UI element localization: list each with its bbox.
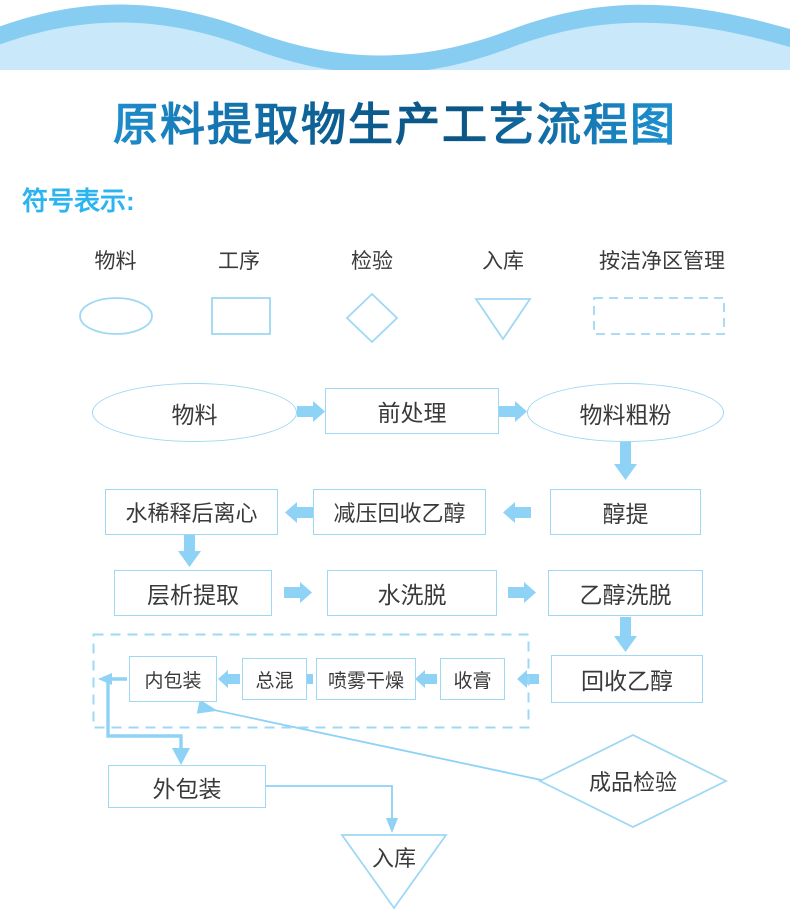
legend-label-material: 物料 — [94, 250, 137, 273]
node-water-elution[interactable]: 水洗脱 — [327, 570, 497, 616]
node-finished-inspection-diamond-icon[interactable] — [538, 733, 728, 829]
legend-label-inspection: 检验 — [351, 250, 393, 273]
node-outer-packaging[interactable]: 外包装 — [108, 765, 266, 808]
legend-label-process: 工序 — [218, 250, 260, 273]
node-ethanol-recovery[interactable]: 回收乙醇 — [551, 655, 703, 703]
edge-pretreatment-to-coarse-powder — [499, 401, 527, 422]
legend-shape-diamond-icon — [345, 292, 399, 344]
legend-label-clean-zone: 按洁净区管理 — [599, 250, 725, 273]
legend-shape-triangle-down-icon — [474, 298, 532, 341]
wave-header-decoration — [0, 0, 790, 70]
legend-shape-rectangle-icon — [211, 297, 271, 335]
node-inner-packaging[interactable]: 内包装 — [129, 656, 217, 702]
page-title: 原料提取物生产工艺流程图 — [0, 88, 790, 153]
node-spray-drying[interactable]: 喷雾干燥 — [316, 658, 416, 700]
clean-zone-dashed-boundary — [92, 633, 530, 729]
node-coarse-powder[interactable]: 物料粗粉 — [527, 383, 724, 442]
node-chromatography-extraction[interactable]: 层析提取 — [114, 570, 272, 616]
node-extract-collection[interactable]: 收膏 — [440, 658, 505, 700]
legend-shape-ellipse-icon — [79, 297, 153, 335]
edge-chromatography-to-water-elution — [284, 582, 312, 603]
edge-recover-ethanol-to-water-dilute-centrifuge — [285, 502, 313, 523]
edge-water-elution-to-ethanol-elution — [508, 582, 536, 603]
node-water-dilution-centrifuge[interactable]: 水稀释后离心 — [105, 489, 278, 535]
node-alcohol-extraction[interactable]: 醇提 — [550, 489, 701, 535]
node-warehouse-triangle-icon[interactable] — [340, 833, 448, 910]
edge-ethanol-elution-to-ethanol-recovery — [614, 617, 637, 652]
wave-band-dark — [0, 4, 790, 70]
wave-svg — [0, 4, 790, 70]
legend-shape-dashed-rectangle-icon — [593, 297, 725, 335]
node-total-mixing[interactable]: 总混 — [242, 658, 307, 700]
edge-material-to-pretreatment — [297, 401, 325, 422]
node-pretreatment[interactable]: 前处理 — [325, 388, 499, 434]
edge-alcohol-extraction-to-recover-ethanol — [503, 502, 531, 523]
node-material[interactable]: 物料 — [92, 383, 297, 442]
node-ethanol-elution[interactable]: 乙醇洗脱 — [548, 570, 703, 616]
edge-outer-packaging-to-warehouse — [265, 785, 398, 833]
node-reduced-pressure-ethanol-recovery[interactable]: 减压回收乙醇 — [313, 489, 486, 535]
edge-centrifuge-to-chromatography — [178, 535, 201, 567]
edge-coarse-powder-to-alcohol-extraction — [614, 442, 637, 480]
legend-heading: 符号表示: — [22, 186, 135, 216]
legend-label-warehouse: 入库 — [482, 250, 524, 273]
